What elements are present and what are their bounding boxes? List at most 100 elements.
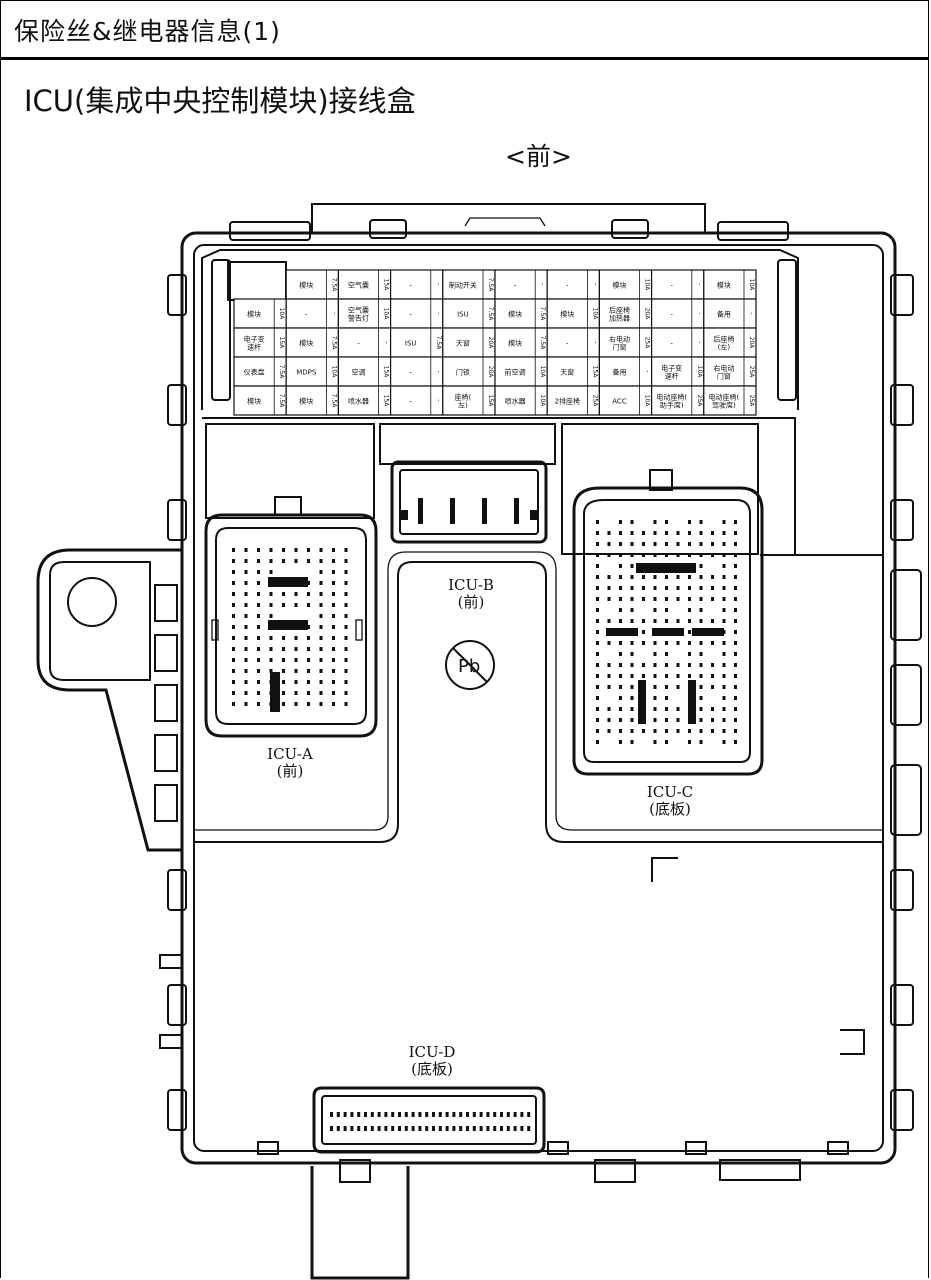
pin [619,520,622,524]
pin [619,575,622,579]
pin [619,542,622,546]
fuse-rating: - [644,370,651,372]
fuse-rating: 20A [644,308,651,321]
fuse-label: - [566,282,569,290]
fuse-cell: 备用- [703,298,757,329]
icu-d-location: (底板) [411,1060,453,1078]
pin [269,581,273,585]
pin [244,669,248,673]
pin [699,630,703,634]
pin [665,630,668,634]
fuse-label: 警告灯 [348,314,369,323]
pin [257,702,260,706]
fuse-label: 模块 [508,310,522,319]
pin [688,630,691,634]
fuse-label: 左) [458,401,468,410]
pin [699,553,703,557]
pin [596,707,599,711]
icu-c-location: (底板) [649,800,691,818]
pin [607,707,611,711]
bracket-slots [154,584,178,822]
pin [665,718,668,722]
pin [377,1112,381,1117]
fuse-rating: 7.5A [539,307,546,322]
pin [596,740,599,744]
fuse-label: 右电动 [609,335,630,344]
fuse-label: - [409,282,412,290]
pin [642,630,645,634]
pin [244,625,248,629]
pin [232,559,235,563]
pin [722,663,726,667]
pin [269,669,273,673]
pin [332,669,335,673]
fuse-label: 模块 [247,397,261,406]
pin [676,718,680,722]
pin [676,531,680,535]
pin [619,696,622,700]
pin [688,586,691,590]
fuse-label: - [357,340,360,348]
pin [630,575,634,579]
fuse-label: ISU [457,311,469,319]
pin [344,614,348,618]
pin [332,625,335,629]
pin [676,586,680,590]
fuse-block-rail-right [777,259,797,401]
pin [466,1112,469,1117]
pin [607,586,611,590]
pin [307,702,310,706]
right-clips [890,274,922,1131]
fuse-block-frame [201,249,799,410]
pin [630,729,634,733]
pin [377,1126,381,1131]
pin [688,520,691,524]
pin [364,1112,367,1117]
pin [282,636,285,640]
fuse-label: - [566,340,569,348]
pin [665,575,668,579]
pin [699,564,703,568]
pin [642,685,645,689]
pin [294,647,298,651]
pin [257,570,260,574]
pin [596,674,599,678]
pin [307,647,310,651]
pin [676,641,680,645]
pin [332,559,335,563]
pin [459,1126,463,1131]
pin [232,658,235,662]
fuse-cell: -- [650,269,705,300]
mounting-bracket [36,548,182,852]
pin [520,1112,524,1117]
pin [269,658,273,662]
pin [676,597,680,601]
fuse-rating: - [591,283,598,285]
pin [722,685,726,689]
fuse-label: 加热器 [609,314,630,323]
icu-c-label: ICU-C [647,783,693,801]
pin [418,1126,422,1131]
pin [688,685,691,689]
pin [596,575,599,579]
fuse-rating: 7.5A [487,278,494,293]
pin [244,614,248,618]
pin [699,674,703,678]
pin [722,619,726,623]
fuse-label: ISU [405,340,417,348]
pin [711,685,714,689]
pin [676,674,680,678]
pin [688,729,691,733]
fuse-rating: - [383,341,390,343]
pin [699,729,703,733]
fuse-label: 模块 [299,397,313,406]
pin [384,1126,388,1131]
bottom-tabs [257,1141,849,1183]
pin [688,553,691,557]
pin [269,559,273,563]
pin [676,575,680,579]
pin [344,625,348,629]
pin [665,729,668,733]
